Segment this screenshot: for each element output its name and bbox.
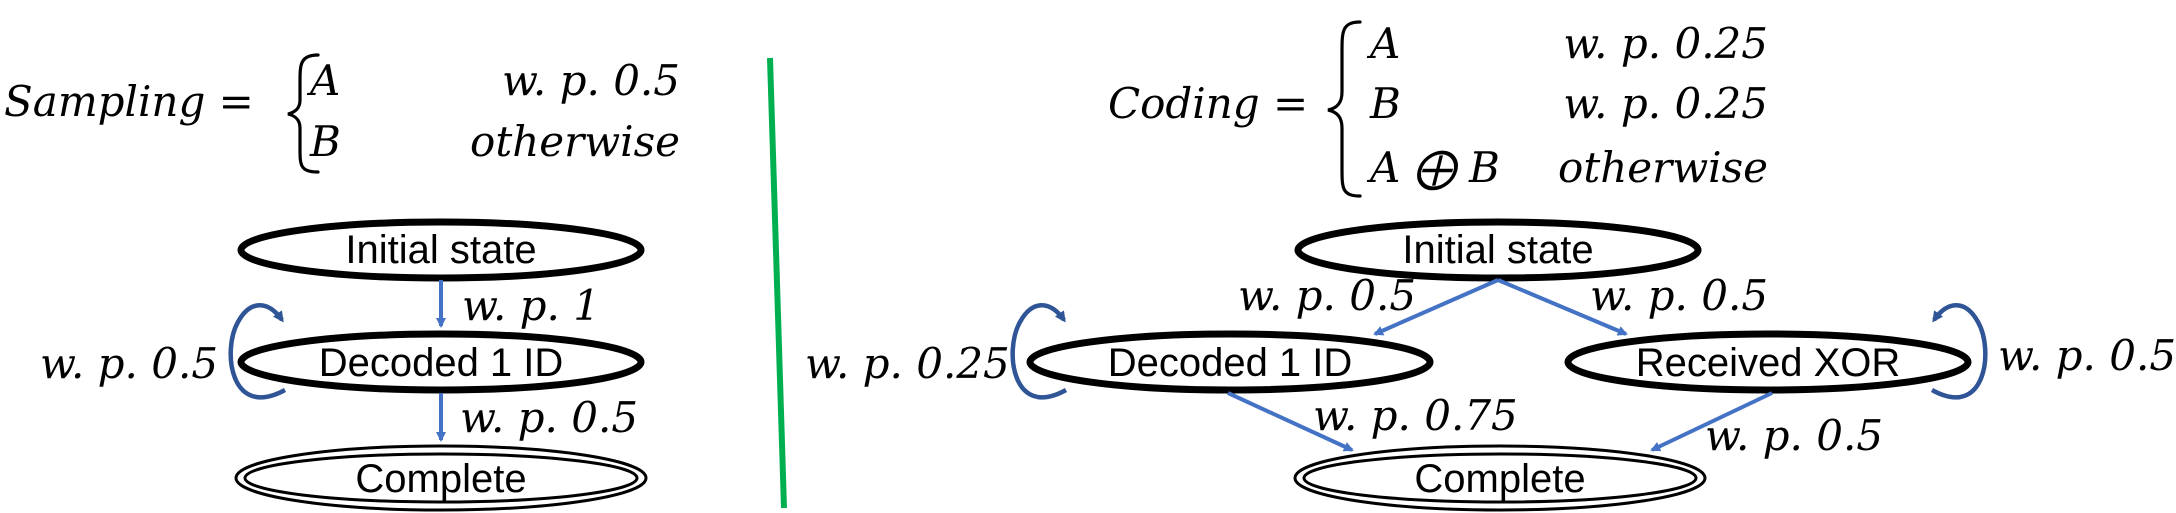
left-node-complete-label: Complete xyxy=(355,457,526,501)
left-node-initial-label: Initial state xyxy=(345,228,536,272)
right-edge-decoded-to-complete xyxy=(1227,391,1354,452)
sampling-lhs: Sampling = xyxy=(4,77,254,126)
right-edge-label-decoded-self-loop: w. p. 0.25 xyxy=(805,339,1010,388)
sampling-equation: Sampling = A w. p. 0.5 B otherwise xyxy=(4,53,680,174)
right-edge-initial-to-received xyxy=(1497,278,1628,336)
left-node-initial: Initial state xyxy=(237,218,645,282)
left-self-loop-decoded xyxy=(228,303,287,400)
left-edge-label-initial-to-decoded: w. p. 1 xyxy=(462,281,600,330)
left-edge-label-decoded-to-complete: w. p. 0.5 xyxy=(460,393,638,442)
right-edge-initial-to-decoded xyxy=(1373,278,1499,336)
coding-equation: Coding = A w. p. 0.25 B w. p. 0.25 A ⨁ B… xyxy=(1108,19,1768,198)
right-self-loop-received xyxy=(1930,303,1988,400)
right-node-initial-label: Initial state xyxy=(1402,228,1593,272)
right-node-complete: Complete xyxy=(1293,444,1707,512)
right-edge-label-initial-to-received: w. p. 0.5 xyxy=(1590,271,1768,320)
coding-case-3-condition: otherwise xyxy=(1558,143,1768,192)
right-edge-label-received-self-loop: w. p. 0.5 xyxy=(1998,331,2176,380)
coding-case-3-value: A ⨁ B xyxy=(1366,143,1500,192)
coding-lhs: Coding = xyxy=(1108,79,1308,128)
right-node-decoded-label: Decoded 1 ID xyxy=(1108,341,1353,385)
right-edge-label-decoded-to-complete: w. p. 0.75 xyxy=(1313,391,1518,440)
coding-case-2-value: B xyxy=(1369,79,1401,128)
right-node-decoded: Decoded 1 ID xyxy=(1026,330,1434,394)
coding-case-1-condition: w. p. 0.25 xyxy=(1563,19,1768,68)
right-edge-label-received-to-complete: w. p. 0.5 xyxy=(1705,411,1883,460)
sampling-brace xyxy=(287,53,320,174)
right-node-received: Received XOR xyxy=(1564,330,1972,394)
right-edge-label-initial-to-decoded: w. p. 0.5 xyxy=(1238,271,1416,320)
left-edge-label-self-loop: w. p. 0.5 xyxy=(40,339,218,388)
left-node-complete: Complete xyxy=(234,444,648,512)
coding-brace xyxy=(1327,20,1362,198)
coding-case-2-condition: w. p. 0.25 xyxy=(1563,79,1768,128)
sampling-case-1-condition: w. p. 0.5 xyxy=(502,56,680,105)
right-node-initial: Initial state xyxy=(1294,218,1702,282)
left-node-decoded: Decoded 1 ID xyxy=(237,330,645,394)
left-node-decoded-label: Decoded 1 ID xyxy=(319,341,564,385)
coding-case-1-value: A xyxy=(1366,19,1400,68)
right-edge-received-to-complete xyxy=(1650,391,1773,452)
sampling-case-1-value: A xyxy=(306,56,340,105)
right-node-complete-label: Complete xyxy=(1414,457,1585,501)
right-self-loop-decoded xyxy=(1010,303,1068,400)
sampling-case-2-condition: otherwise xyxy=(470,117,680,166)
panel-divider xyxy=(767,57,787,509)
sampling-case-2-value: B xyxy=(309,117,341,166)
right-node-received-label: Received XOR xyxy=(1636,341,1901,385)
